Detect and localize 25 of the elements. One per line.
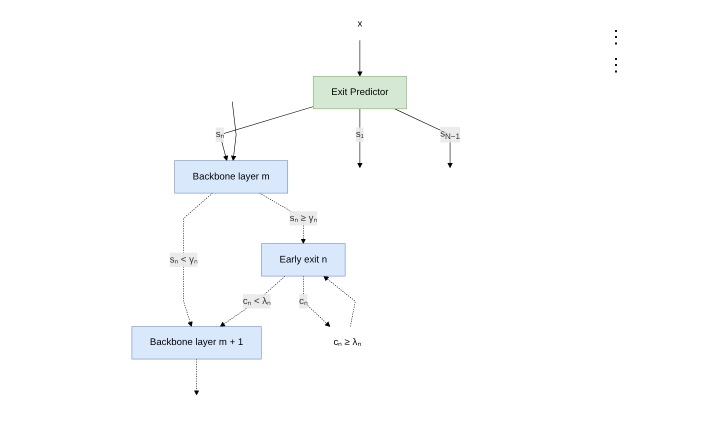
node-box: Backbone layer m bbox=[174, 160, 288, 194]
arrow bbox=[323, 276, 356, 327]
arrow bbox=[231, 101, 236, 161]
node-box: Backbone layer m + 1 bbox=[132, 326, 262, 360]
arrow bbox=[194, 358, 200, 396]
node-box: Early exit n bbox=[261, 243, 346, 276]
arrow bbox=[303, 276, 330, 327]
edge-label: s$_{N−1}$ bbox=[440, 128, 460, 141]
arrow bbox=[357, 40, 363, 77]
node-text: x bbox=[357, 18, 362, 29]
arrow bbox=[183, 192, 213, 327]
edge-label: cₙ bbox=[299, 296, 308, 306]
ellipsis-mark: ⋮ bbox=[607, 54, 626, 76]
edge-label: sₙ bbox=[216, 129, 224, 140]
node-text: cₙ ≥ λₙ bbox=[333, 337, 361, 348]
ellipsis-mark: ⋮ bbox=[607, 26, 626, 48]
edge-label: s₁ bbox=[356, 129, 364, 140]
node-box: Exit Predictor bbox=[312, 76, 407, 110]
edge-label: cₙ < λₙ bbox=[242, 296, 271, 306]
edge-label: sₙ ≥ γₙ bbox=[290, 212, 318, 224]
arrow bbox=[220, 106, 314, 161]
arrow bbox=[220, 276, 286, 327]
arrow bbox=[394, 108, 453, 168]
arrow bbox=[357, 108, 363, 168]
edge-label: sₙ < γₙ bbox=[170, 254, 198, 265]
